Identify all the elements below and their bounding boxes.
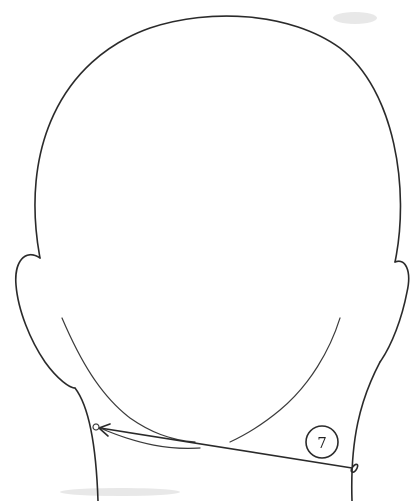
neck-right-line <box>352 362 380 501</box>
circled-marker: 7 <box>306 426 338 458</box>
right-occipital-line <box>230 318 340 442</box>
marker-label: 7 <box>317 434 327 452</box>
left-occipital-line <box>62 318 195 442</box>
right-ear <box>380 261 409 362</box>
paper-texture <box>60 12 377 496</box>
head-outline <box>35 16 401 262</box>
nape-incision-line <box>100 428 352 468</box>
left-ear <box>16 255 75 388</box>
neck-left-line <box>75 388 98 501</box>
left-endpoint-dot <box>93 424 99 430</box>
